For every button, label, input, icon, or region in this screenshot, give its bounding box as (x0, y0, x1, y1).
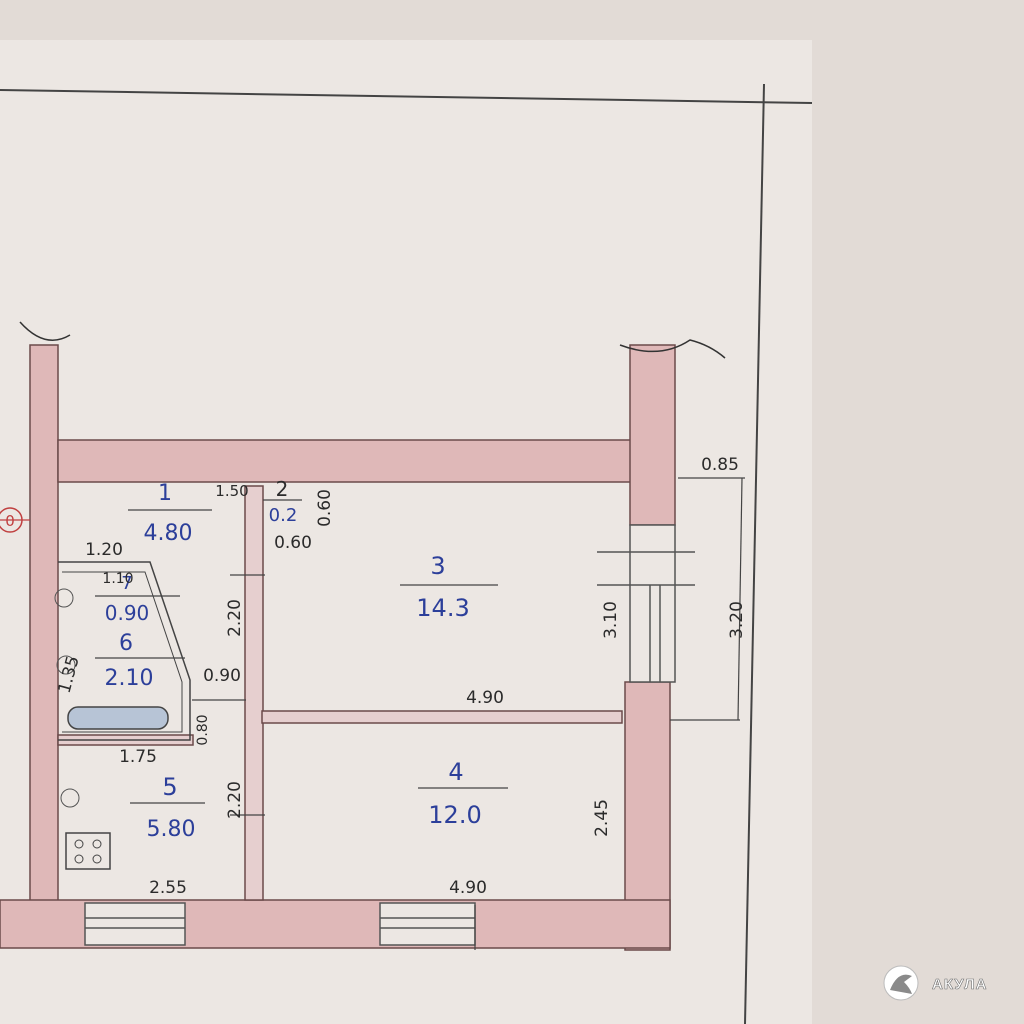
watermark: АКУЛА (883, 965, 987, 1001)
bathroom-inner (62, 571, 183, 733)
room-5-number: 5 (162, 773, 177, 801)
dim-0-90: 0.90 (203, 666, 241, 686)
dim-2-20-upper: 2.20 (225, 599, 245, 637)
outlet-icon-3 (60, 788, 80, 808)
dim-2-55: 2.55 (149, 878, 187, 898)
room-7-number: 7 (121, 573, 132, 594)
label-underlines (95, 499, 508, 804)
window-middle (379, 902, 476, 946)
dim-3-10: 3.10 (601, 601, 621, 639)
room-4-number: 4 (448, 758, 463, 786)
dim-1-20: 1.20 (85, 540, 123, 560)
room-2-number: 2 (276, 477, 289, 501)
dim-4-90-middle: 4.90 (466, 688, 504, 708)
dim-1-10: 1.10 (102, 571, 133, 587)
room-1-number: 1 (158, 481, 172, 506)
tracing-sheet (0, 40, 812, 1024)
outlet-icon-1 (54, 588, 74, 608)
svg-text:0: 0 (5, 512, 15, 530)
bathroom-partition (58, 561, 191, 741)
dim-2-20-lower: 2.20 (225, 781, 245, 819)
room-4-area: 12.0 (428, 801, 481, 829)
dim-1-50: 1.50 (215, 482, 248, 500)
left-outer-wall (29, 344, 59, 906)
room-6-number: 6 (119, 631, 133, 656)
break-line-right (619, 339, 726, 359)
room-5-area: 5.80 (147, 817, 196, 842)
stove-icon (65, 832, 111, 870)
partition-wall-vertical (244, 485, 264, 901)
outlet-icon-2 (56, 655, 76, 675)
dim-0-85: 0.85 (701, 455, 739, 475)
frame-right-line (744, 83, 765, 1024)
dim-1-75: 1.75 (119, 747, 157, 767)
room-2-area: 0.2 (269, 505, 298, 526)
entrance-door-opening (629, 524, 676, 683)
axis-marker: 0 (0, 507, 23, 533)
openings (84, 524, 695, 946)
room-1-area: 4.80 (144, 521, 193, 546)
frame-top-line (0, 89, 813, 104)
right-upper-wall (629, 344, 676, 526)
dim-0-60-horizontal: 0.60 (274, 533, 312, 553)
room-7-area: 0.90 (105, 601, 150, 625)
top-wall (57, 439, 633, 483)
room-3-area: 14.3 (416, 594, 469, 622)
dim-4-90-bottom: 4.90 (449, 878, 487, 898)
dim-0-60-vertical: 0.60 (315, 489, 335, 527)
watermark-brand: АКУЛА (932, 976, 987, 993)
dimension-lines (0, 477, 745, 950)
partition-wall-horizontal (261, 710, 623, 724)
break-line-left (19, 321, 71, 341)
window-left (84, 902, 186, 946)
room-6-area: 2.10 (105, 666, 154, 691)
room-3-number: 3 (430, 552, 445, 580)
bathtub-icon (67, 706, 169, 730)
dim-0-80: 0.80 (195, 714, 211, 745)
dim-3-20: 3.20 (727, 601, 747, 639)
dim-2-45: 2.45 (592, 799, 612, 837)
